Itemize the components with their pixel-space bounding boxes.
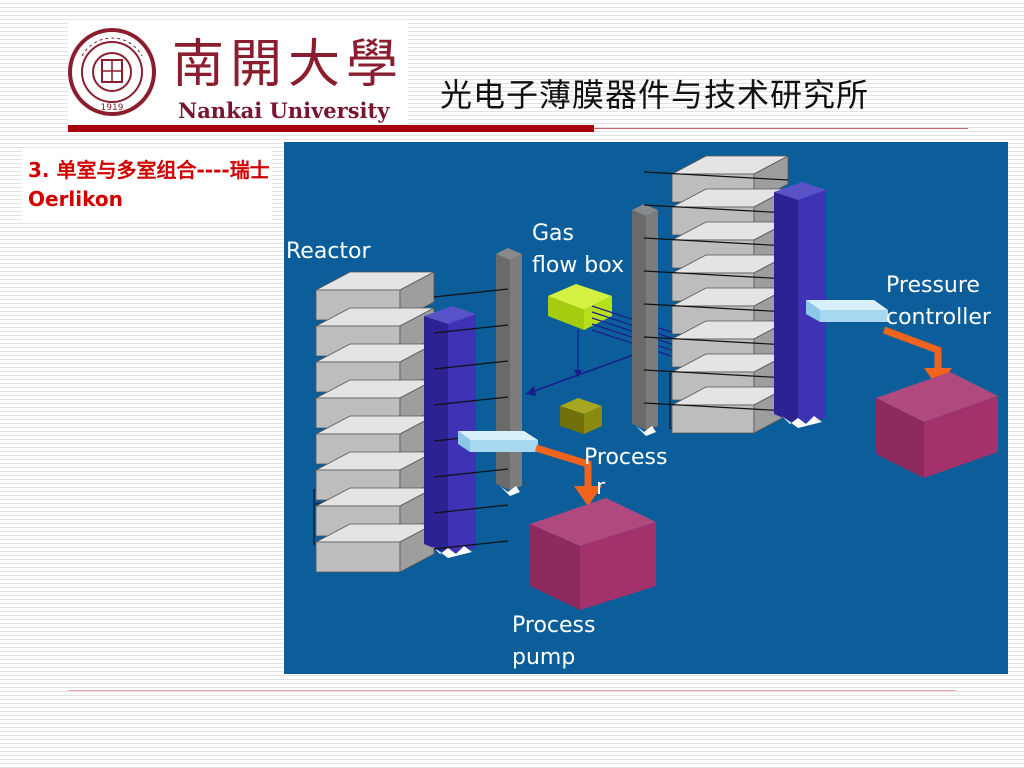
university-name-cn: 南開大學 [172,35,404,95]
process-label: Process [584,445,667,470]
reactor-label: Reactor [286,239,371,264]
gas-flow-label-line1: Gas [532,221,574,246]
left-connector-lines [433,288,509,550]
slide-subtitle: 3. 单室与多室组合----瑞士Oerlikon [28,156,273,214]
middle-grey-pillar [632,204,658,436]
gas-flow-label-line2: flow box [532,253,624,278]
university-logo: 1919 南開大學 Nankai University [68,20,408,124]
plate-front [315,541,401,573]
gas-flow-box [548,284,612,330]
connector-line [643,369,789,379]
connector-line [643,237,789,247]
connector-line [643,336,789,346]
connector-line [643,204,789,214]
system-diagram: Reactor Gas flow box Pressure controller… [284,142,1008,674]
left-plates [315,271,435,573]
pressure-label-line2: controller [886,305,992,330]
footer-divider [68,690,956,691]
connector-line [643,270,789,280]
process-pump-label-line2: pump [512,645,575,670]
reactor-stack-right [669,155,791,434]
subtitle-part1: 3. 单室与多室组合---- [28,158,230,182]
connector-line [433,504,509,514]
seal-year: 1919 [101,103,124,113]
connector-line [433,540,509,550]
connector-line [643,303,789,313]
connector-line [643,402,789,412]
connector-line [433,468,509,478]
connector-line [433,324,509,334]
process-chamber-box [560,398,602,434]
reactor-stack-left [313,271,439,573]
logo-graphic: 1919 南開大學 Nankai University [68,28,404,123]
university-name-en: Nankai University [178,98,390,123]
left-grey-pillar [496,248,522,496]
connector-line [433,360,509,370]
plate-front [671,404,755,434]
process-label-partial: r [596,475,606,500]
process-pump-box [530,498,656,610]
process-pump-label-line1: Process [512,613,595,638]
subtitle-panel [22,150,272,220]
subtitle-part2: 瑞士Oerlikon [28,158,270,211]
left-arrow [534,444,602,506]
university-seal: 1919 [68,28,156,116]
connector-line [433,288,509,298]
right-plates [671,155,789,434]
connector-line [643,171,789,181]
header-accent-bar [68,125,594,132]
pressure-label-line1: Pressure [886,273,980,298]
right-pipe [806,300,888,322]
connector-line [433,396,509,406]
institute-title: 光电子薄膜器件与技术研究所 [440,76,870,114]
left-pipe [458,431,538,452]
right-connector-lines [643,171,789,412]
pressure-pump-box [876,372,998,478]
